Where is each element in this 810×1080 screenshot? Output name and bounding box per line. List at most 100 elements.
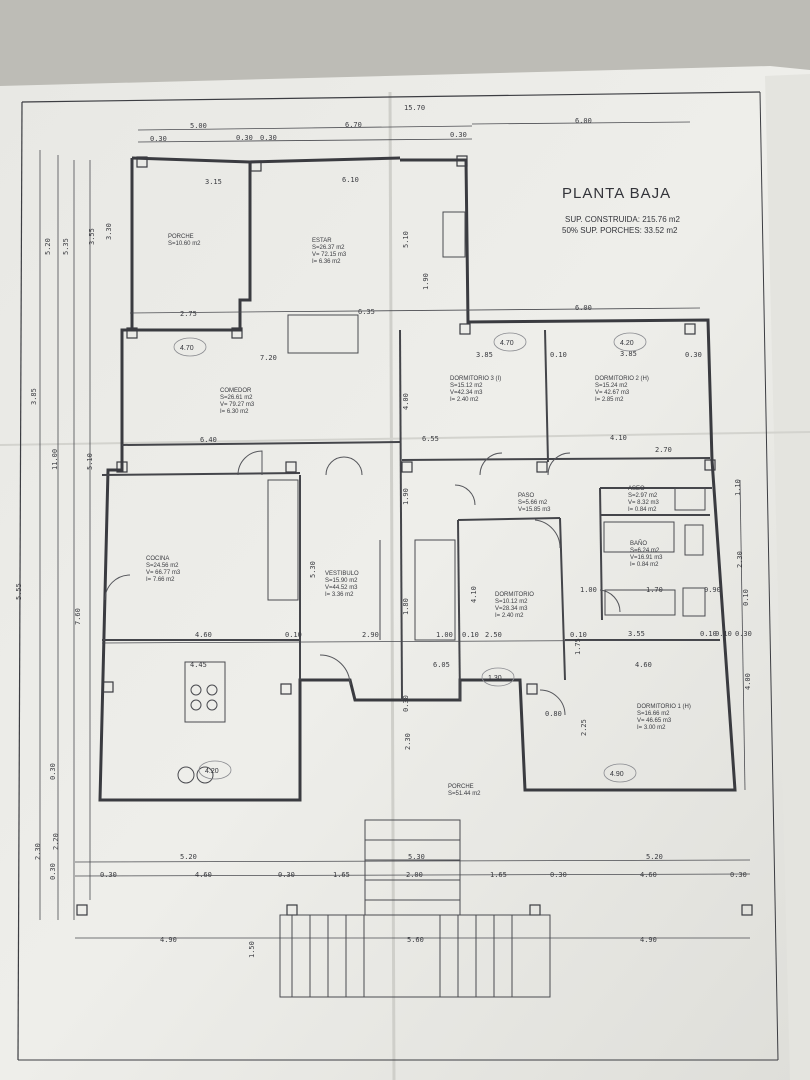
dimension-vertical: 4.00 <box>402 393 410 410</box>
dimension-bottom2: 1.65 <box>490 871 507 879</box>
room-name: DORMITORIO 3 (I) <box>450 376 501 382</box>
fixtures <box>177 211 706 784</box>
structural-columns <box>76 155 753 916</box>
dimension-mid: 6.40 <box>200 436 217 444</box>
dimension-inner: 1.00 <box>436 631 453 639</box>
plan-title: PLANTA BAJA <box>562 185 671 202</box>
dimension-bottom2: 0.30 <box>550 871 567 879</box>
dimension-left: 11.00 <box>51 449 59 470</box>
room-metric: V=16.91 m3 <box>630 555 663 561</box>
dimension-top: 0.30 <box>236 134 253 142</box>
room-metric: S=24.56 m2 <box>146 563 179 569</box>
room-name: ASEO <box>628 486 645 492</box>
annotation-text: 4.20 <box>205 768 219 775</box>
room-metric: V= 72.15 m3 <box>312 252 347 258</box>
room-metric: S=10.60 m2 <box>168 241 201 247</box>
dimension-left: 5.10 <box>86 453 94 470</box>
dimension-inner: 6.05 <box>433 661 450 669</box>
dimension-vertical: 4.00 <box>744 673 752 690</box>
dimension-inner: 0.10 <box>700 630 717 638</box>
dimension-left: 0.30 <box>49 763 57 780</box>
dimension-mid: 0.10 <box>550 351 567 359</box>
dimension-left: 0.30 <box>49 863 57 880</box>
room-metric: I= 2.40 m2 <box>495 613 524 619</box>
paper-horizontal-crease <box>0 431 810 446</box>
room-metric: V=44.52 m3 <box>325 585 358 591</box>
room-metric: I= 2.85 m2 <box>595 397 624 403</box>
dimension-inner: 0.30 <box>735 630 752 638</box>
dimension-mid: 4.10 <box>610 434 627 442</box>
dimension-left: 5.55 <box>15 583 23 600</box>
interior-walls <box>101 329 720 701</box>
room-metric: I= 0.84 m2 <box>628 507 657 513</box>
dimension-left: 7.60 <box>74 608 82 625</box>
dimension-top: 6.10 <box>342 176 359 184</box>
room-metric: V= 66.77 m3 <box>146 570 181 576</box>
room-metric: S=6.24 m2 <box>630 548 660 554</box>
room-metric: I= 7.66 m2 <box>146 577 175 583</box>
dimension-bottom1: 5.20 <box>646 853 663 861</box>
dimension-top: 0.30 <box>150 135 167 143</box>
summary-built-area: SUP. CONSTRUIDA: 215.76 m2 <box>565 215 681 224</box>
summary-porch-area: 50% SUP. PORCHES: 33.52 m2 <box>562 226 678 235</box>
dimension-bottom1: 5.20 <box>180 853 197 861</box>
room-metric: S=15.12 m2 <box>450 383 483 389</box>
dimension-bottom2: 4.60 <box>640 871 657 879</box>
dimension-vertical: 1.90 <box>422 273 430 290</box>
dimension-left: 3.85 <box>30 388 38 405</box>
dimension-bottom2: 0.30 <box>278 871 295 879</box>
dimension-inner: 0.10 <box>715 630 732 638</box>
dimension-vertical: 1.50 <box>248 941 256 958</box>
sheet-frame <box>17 91 779 1061</box>
dimension-mid: 2.70 <box>655 446 672 454</box>
dimension-inner: 4.60 <box>195 631 212 639</box>
dimension-vertical: 5.30 <box>309 561 317 578</box>
room-name: DORMITORIO <box>495 592 534 598</box>
room-metric: S=5.66 m2 <box>518 500 548 506</box>
room-metric: I= 3.36 m2 <box>325 592 354 598</box>
room-metric: I= 3.00 m2 <box>637 725 666 731</box>
dimension-mid: 3.85 <box>476 351 493 359</box>
dimension-inner: 4.60 <box>635 661 652 669</box>
room-metric: I= 6.36 m2 <box>312 259 341 265</box>
dimension-bottom1: 5.30 <box>408 853 425 861</box>
dimension-left: 3.30 <box>105 223 113 240</box>
dimension-inner: 0.10 <box>462 631 479 639</box>
annotation-text: 4.20 <box>620 340 634 347</box>
dimension-inner: 2.50 <box>485 631 502 639</box>
paper-sheet <box>0 66 810 1080</box>
annotation-text: 4.70 <box>500 340 514 347</box>
room-metric: V=28.34 m3 <box>495 606 528 612</box>
room-metric: V=15.85 m3 <box>518 507 551 513</box>
dimension-vertical: 2.25 <box>580 719 588 736</box>
dimension-left: 2.20 <box>52 833 60 850</box>
room-name: COCINA <box>146 556 169 562</box>
dimension-inner: 0.10 <box>570 631 587 639</box>
room-metric: I= 0.84 m2 <box>630 562 659 568</box>
dimension-top: 0.30 <box>260 134 277 142</box>
dimension-inner: 1.00 <box>580 586 597 594</box>
annotation-oval <box>198 760 232 780</box>
dimension-inner: 0.10 <box>285 631 302 639</box>
dimension-mid: 2.75 <box>180 310 197 318</box>
dimension-vertical: 4.10 <box>470 586 478 603</box>
dimension-bottom3: 4.90 <box>160 936 177 944</box>
dimension-bottom3: 4.90 <box>640 936 657 944</box>
room-metric: S=51.44 m2 <box>448 791 481 797</box>
dimension-vertical: 2.30 <box>404 733 412 750</box>
room-name: PASO <box>518 493 535 499</box>
dimension-mid: 0.30 <box>685 351 702 359</box>
dimension-top: 0.30 <box>450 131 467 139</box>
annotation-oval <box>613 332 647 352</box>
dimension-top: 3.15 <box>205 178 222 186</box>
dimension-top: 6.70 <box>345 121 362 129</box>
room-metric: I= 2.40 m2 <box>450 397 479 403</box>
dimension-vertical: 1.75 <box>574 638 582 655</box>
dimension-bottom2: 0.30 <box>730 871 747 879</box>
dimension-inner: 0.80 <box>545 710 562 718</box>
front-steps <box>279 819 551 998</box>
room-name: DORMITORIO 1 (H) <box>637 704 691 710</box>
dimension-vertical: 0.30 <box>402 695 410 712</box>
